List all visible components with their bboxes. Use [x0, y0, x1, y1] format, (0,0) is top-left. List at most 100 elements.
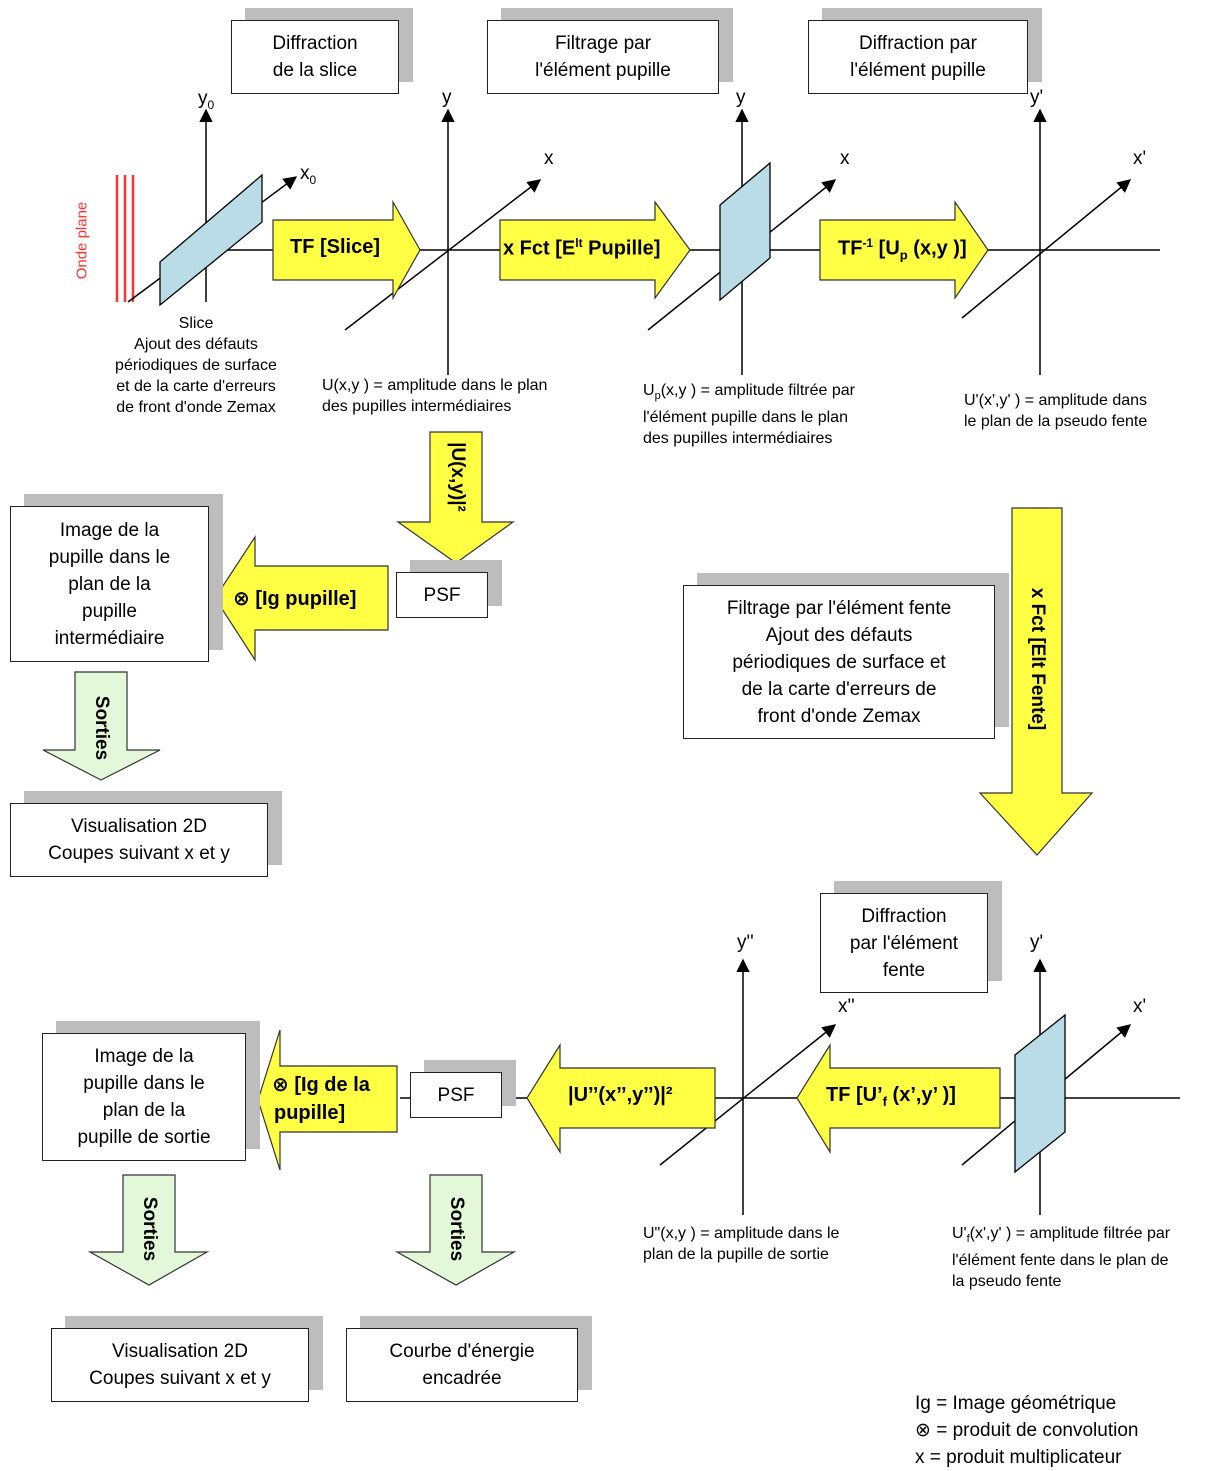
axis-label-x-2: x [840, 148, 850, 169]
box-line: encadrée [422, 1368, 502, 1389]
arrow-label-sup: lt [575, 236, 583, 250]
box-line: de la slice [272, 60, 358, 81]
pupil-plane-axes-1 [344, 108, 542, 375]
pupil-element-plane [719, 161, 771, 302]
arrow-u2-mod-sq [526, 1042, 716, 1155]
box-line: l'élément pupille [850, 60, 986, 81]
box-line: pupille dans le [48, 546, 171, 568]
axis-label-sub: 0 [309, 172, 317, 187]
axis-label-xpp: x'' [838, 996, 855, 1017]
label-sub: p [654, 390, 661, 403]
label-line: et de la carte d'erreurs [116, 378, 276, 395]
box-line: pupille de sortie [77, 1127, 211, 1148]
box-line: fente [882, 959, 926, 981]
label-line: l'élément fente dans le plan de [952, 1252, 1169, 1270]
box-line: l'élément pupille [535, 60, 671, 81]
box-line: Filtrage par l'élément fente [726, 597, 952, 619]
arrow-x-fct-pupille [499, 200, 691, 300]
arrow-label-sorties-bottom-left: Sorties [139, 1196, 160, 1262]
axis-label-xprime-bottom: x' [1133, 996, 1147, 1017]
box-line: Image de la [94, 1046, 194, 1067]
axis-label-yprime-bottom: y' [1030, 932, 1044, 953]
box-visualisation-2d-top: Visualisation 2D Coupes suivant x et y [10, 803, 268, 877]
arrow-label-tf-slice: TF [Slice] [290, 236, 381, 258]
label-line: de front d'onde Zemax [116, 399, 276, 416]
arrow-label-conv-ig-pupille: ⊗ [Ig pupille] [233, 588, 357, 610]
label-line: des pupilles intermédiaires [322, 398, 512, 415]
arrow-label-part: (x,y )] [907, 237, 967, 260]
label-line: Up(x,y ) = amplitude filtrée par [643, 380, 855, 407]
box-line: pupille [82, 600, 137, 622]
label-part: (x',y' ) = amplitude filtrée par [969, 1225, 1171, 1242]
arrow-label-sub: f [882, 1094, 887, 1109]
label-uf-desc: U'f(x',y' ) = amplitude filtrée par l'él… [952, 1223, 1170, 1292]
box-psf-bottom: PSF [410, 1072, 502, 1118]
arrow-label-part: (x’,y’ )] [887, 1084, 956, 1106]
box-line: Coupes suivant x et y [89, 1368, 271, 1389]
box-line: Diffraction par [859, 33, 977, 54]
box-line: Diffraction [861, 905, 947, 927]
box-line: pupille dans le [83, 1073, 205, 1094]
box-line: front d'onde Zemax [757, 705, 921, 727]
label-line: le plan de la pseudo fente [964, 413, 1148, 430]
axis-label-y-1: y [442, 87, 452, 108]
box-diffraction-slice: Diffraction de la slice [231, 20, 399, 94]
box-line: Visualisation 2D [71, 816, 207, 837]
axis-label-xprime-top: x' [1133, 148, 1147, 169]
label-line: Ajout des défauts [134, 336, 258, 353]
slit-element-plane [1014, 1013, 1066, 1174]
label-sub: f [966, 1233, 970, 1246]
box-psf-top: PSF [396, 572, 488, 618]
box-line: Filtrage par [554, 33, 652, 54]
label-line: la pseudo fente [952, 1273, 1062, 1291]
box-line: par l'élément [849, 932, 959, 954]
box-line: intermédiaire [54, 627, 165, 649]
label-part: U' [952, 1225, 967, 1242]
arrow-label-u2-mod-sq: |U’’(x’’,y’’)|² [568, 1084, 673, 1106]
label-line: U'(x',y' ) = amplitude dans [964, 392, 1148, 409]
arrow-tf-inv [819, 200, 989, 300]
arrow-tf-slice [272, 199, 421, 301]
arrow-label-u-mod-sq: |U(x,y)|² [447, 442, 468, 512]
label-line: U(x,y ) = amplitude dans le plan [322, 377, 548, 394]
axis-label-x-1: x [544, 148, 554, 169]
arrow-sorties-bottom-left [87, 1174, 210, 1286]
label-uprime-desc: U'(x',y' ) = amplitude dans le plan de l… [964, 390, 1147, 432]
arrow-label-sup: -1 [862, 236, 874, 250]
arrow-u-mod-sq [396, 431, 515, 564]
label-slice-desc: Slice Ajout des défauts périodiques de s… [96, 313, 296, 418]
box-image-pupille-sortie: Image de la pupille dans le plan de la p… [42, 1033, 246, 1161]
axis-label-y0: y0 [198, 88, 214, 112]
axis-label-sub: 0 [207, 97, 215, 112]
arrow-conv-ig-de-la-pupille [257, 1029, 398, 1171]
arrow-label-sub: p [899, 247, 908, 263]
arrow-sorties-bottom-right [394, 1174, 517, 1286]
box-line: PSF [437, 1084, 475, 1106]
arrow-label-conv-ig-de-la: ⊗ [Ig de la [272, 1074, 370, 1096]
label-line: U"(x,y ) = amplitude dans le [643, 1225, 840, 1242]
box-image-pupille-intermediaire: Image de la pupille dans le plan de la p… [10, 506, 209, 662]
arrow-x-fct-fente [978, 507, 1094, 856]
arrow-label-part: TF [U’ [826, 1084, 883, 1106]
arrow-sorties-top [42, 671, 161, 781]
arrow-label-part: Pupille] [582, 237, 661, 260]
axis-label-text: y [198, 88, 208, 109]
pseudo-slit-axes [961, 108, 1132, 375]
label-up-desc: Up(x,y ) = amplitude filtrée par l'éléme… [643, 380, 855, 449]
box-diffraction-pupille: Diffraction par l'élément pupille [808, 20, 1028, 94]
label-line: plan de la pupille de sortie [643, 1246, 829, 1263]
axis-label-ypp: y'' [737, 932, 754, 953]
box-visualisation-2d-bottom: Visualisation 2D Coupes suivant x et y [51, 1328, 309, 1402]
slice-axes [127, 108, 298, 303]
label-part: (x,y ) = amplitude filtrée par [660, 382, 855, 399]
box-line: Visualisation 2D [112, 1341, 248, 1362]
plane-wave-lines [115, 175, 135, 302]
axis-label-x0: x0 [300, 163, 316, 187]
box-filtrage-fente: Filtrage par l'élément fente Ajout des d… [683, 585, 995, 739]
axis-label-y-2: y [736, 87, 746, 108]
box-line: périodiques de surface et [732, 651, 946, 673]
box-line: PSF [423, 584, 461, 606]
box-diffraction-fente: Diffraction par l'élément fente [820, 893, 988, 993]
exit-pupil-axes [659, 958, 837, 1215]
